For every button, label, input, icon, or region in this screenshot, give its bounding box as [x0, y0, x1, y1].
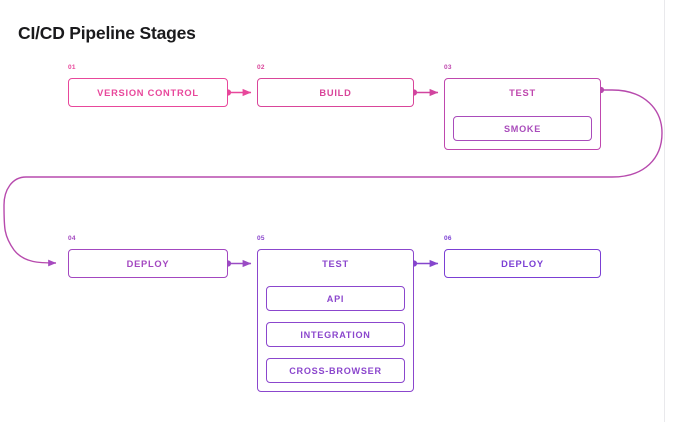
stage-number-01: 01: [68, 64, 76, 71]
stage-box-build[interactable]: BUILD: [257, 78, 414, 107]
stage-number-02: 02: [257, 64, 265, 71]
connector-01-to-02: [224, 88, 252, 97]
page-edge-divider: [664, 0, 665, 422]
substage-label-smoke: SMOKE: [503, 124, 542, 134]
page-title: CI/CD Pipeline Stages: [18, 23, 196, 43]
stage-number-04: 04: [68, 235, 76, 242]
stage-label-deploy-04: DEPLOY: [126, 259, 170, 269]
connector-05-to-06: [410, 259, 439, 268]
substage-label-integration: INTEGRATION: [300, 330, 371, 340]
stage-label-deploy-06: DEPLOY: [501, 259, 544, 269]
substage-box-smoke[interactable]: SMOKE: [453, 116, 592, 141]
connector-04-to-05: [224, 259, 252, 268]
connector-02-to-03: [410, 88, 439, 97]
stage-number-03: 03: [444, 64, 452, 71]
stage-box-deploy-06[interactable]: DEPLOY: [444, 249, 601, 278]
substage-label-cross-browser: CROSS-BROWSER: [289, 366, 382, 376]
substage-box-api[interactable]: API: [266, 286, 405, 311]
substage-box-integration[interactable]: INTEGRATION: [266, 322, 405, 347]
stage-label-build: BUILD: [319, 88, 352, 98]
substage-label-api: API: [326, 294, 345, 304]
stage-number-06: 06: [444, 235, 452, 242]
stage-label-test-03: TEST: [509, 88, 536, 98]
stage-label-test-05: TEST: [322, 259, 349, 269]
stage-label-version-control: VERSION CONTROL: [97, 88, 199, 98]
stage-number-05: 05: [257, 235, 265, 242]
stage-box-version-control[interactable]: VERSION CONTROL: [68, 78, 228, 107]
stage-box-deploy-04[interactable]: DEPLOY: [68, 249, 228, 278]
substage-box-cross-browser[interactable]: CROSS-BROWSER: [266, 358, 405, 383]
